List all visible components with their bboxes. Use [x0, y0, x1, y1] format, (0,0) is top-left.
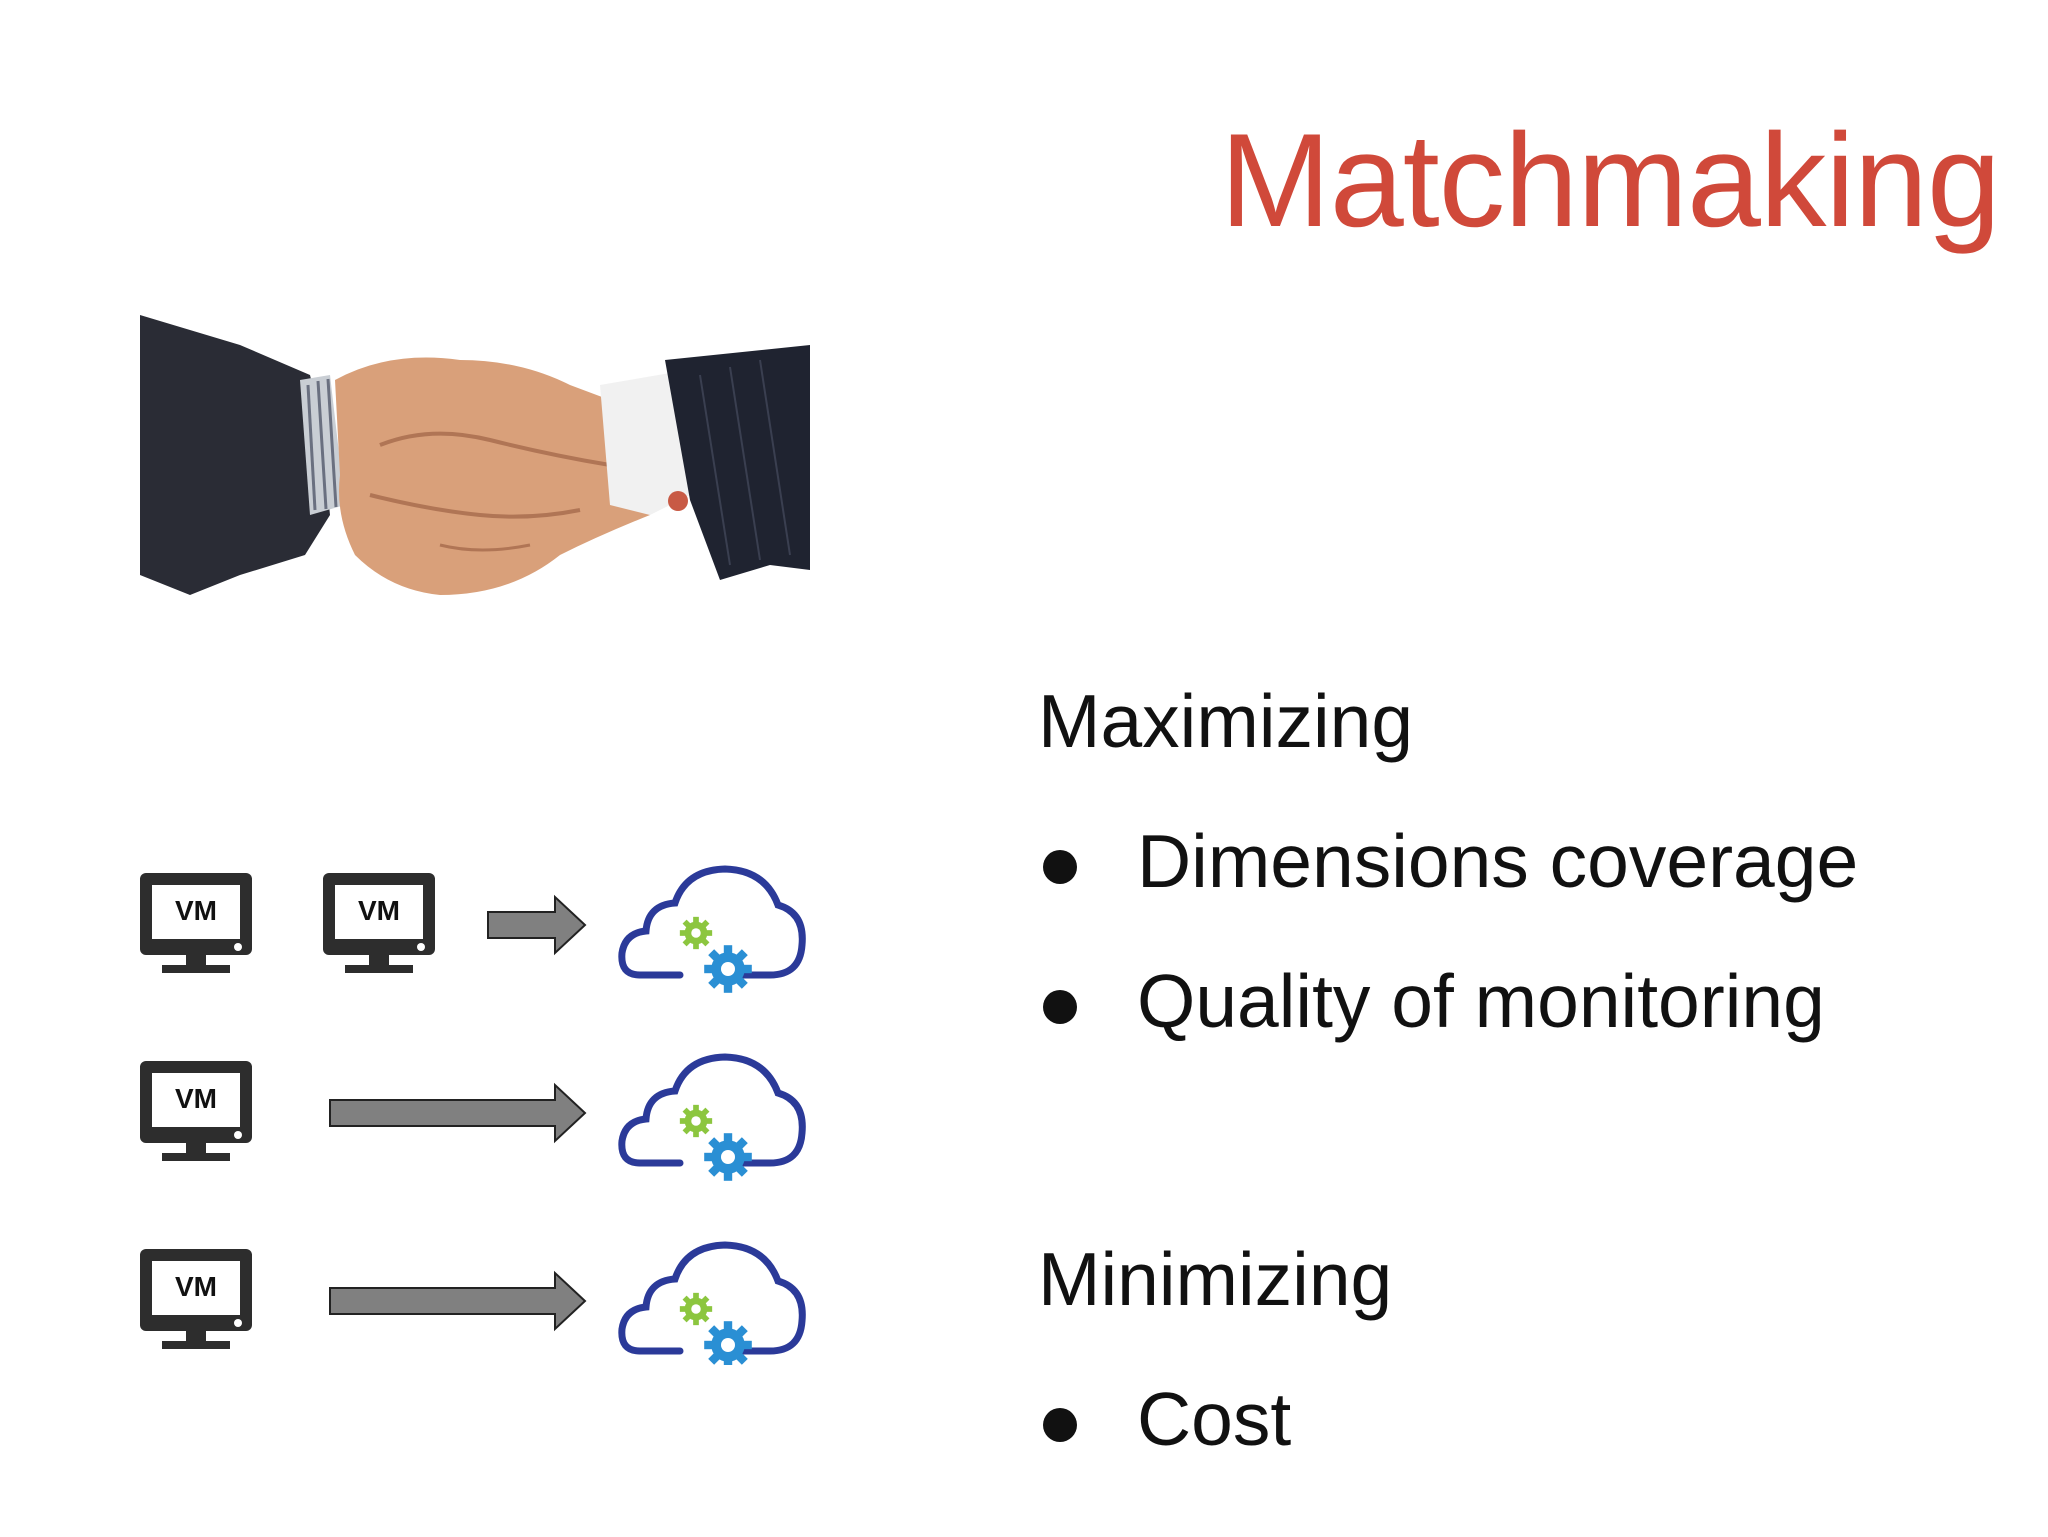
vm-label: VM [175, 895, 217, 926]
maximizing-heading: Maximizing [1038, 679, 1414, 763]
vm-cloud-diagram: VM VM VM VM [140, 865, 820, 1365]
cloud-icon [622, 869, 802, 993]
cloud-icon [622, 1245, 802, 1365]
arrow-long [329, 1270, 587, 1332]
bullet-label: Cost [1137, 1377, 1292, 1461]
minimizing-heading: Minimizing [1038, 1237, 1393, 1321]
bullet-label: Quality of monitoring [1137, 959, 1825, 1043]
vm-label: VM [175, 1083, 217, 1114]
slide-title: Matchmaking [1220, 107, 2001, 255]
cloud-icon [622, 1057, 802, 1181]
vm-label: VM [358, 895, 400, 926]
bullet-dot [1043, 990, 1077, 1024]
arrow-short [487, 894, 587, 956]
vm-label: VM [175, 1271, 217, 1302]
bullet-dot [1043, 850, 1077, 884]
handshake-image [140, 315, 810, 595]
arrow-long [329, 1082, 587, 1144]
bullet-dot [1043, 1408, 1077, 1442]
bullet-label: Dimensions coverage [1137, 819, 1859, 903]
